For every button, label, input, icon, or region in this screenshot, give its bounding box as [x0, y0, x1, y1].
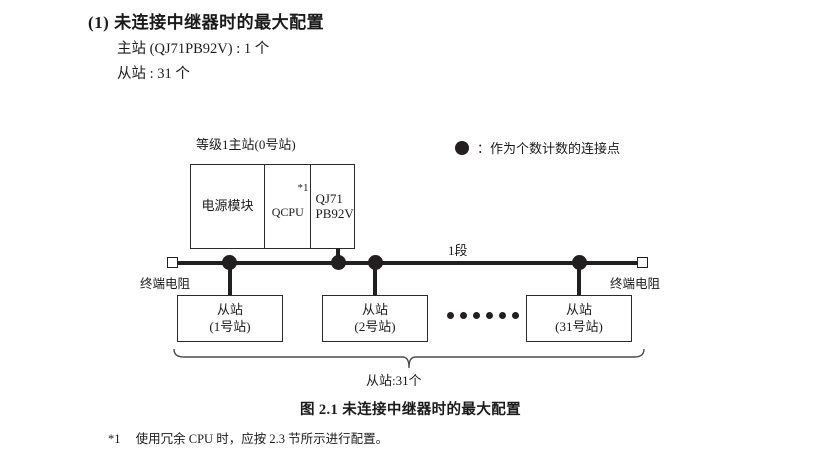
- slave-drop-line: [577, 263, 581, 296]
- page-title: (1) 未连接中继器时的最大配置: [88, 8, 324, 33]
- ellipsis-dot: [473, 312, 480, 319]
- footnote: *1 使用冗余 CPU 时，应按 2.3 节所示进行配置。: [108, 428, 388, 447]
- slave-group-label: 从站:31个: [366, 373, 422, 388]
- network-module-line2: PB92V: [315, 205, 354, 221]
- cpu-module-cell: QCPU *1: [265, 165, 312, 248]
- footnote-marker: *1: [108, 432, 121, 446]
- connection-node: [368, 255, 383, 270]
- slave-station-box: 从站 (31号站): [526, 295, 632, 342]
- network-module-cell: QJ71 PB92V: [311, 165, 354, 248]
- cpu-footnote-marker: *1: [297, 182, 309, 194]
- connection-node: [572, 255, 587, 270]
- figure-caption: 图 2.1 未连接中继器时的最大配置: [299, 402, 522, 418]
- power-module-cell: 电源模块: [191, 165, 266, 248]
- slave-station-number: (31号站): [555, 318, 603, 334]
- terminator-right-symbol: [637, 257, 648, 268]
- ellipsis-dot: [512, 312, 519, 319]
- summary-line-master: 主站 (QJ71PB92V) : 1 个: [117, 41, 270, 57]
- section-title: 未连接中继器时的最大配置: [114, 13, 325, 32]
- power-module-label: 电源模块: [201, 198, 254, 214]
- ellipsis-dot: [460, 312, 467, 319]
- ellipsis-dots: [447, 312, 519, 319]
- filled-circle-icon: [455, 140, 469, 155]
- master-station-label: 等级1主站(0号站): [196, 137, 296, 152]
- connection-node: [222, 255, 237, 270]
- slave-station-name: 从站: [565, 301, 592, 317]
- ellipsis-dot: [447, 312, 454, 319]
- network-module-label: QJ71 PB92V: [315, 190, 354, 222]
- terminator-left-label: 终端电阻: [140, 277, 191, 291]
- slave-station-number: (2号站): [354, 318, 396, 334]
- cpu-module-label: QCPU: [271, 204, 304, 219]
- slave-station-box: 从站 (2号站): [322, 295, 428, 342]
- terminator-left-symbol: [167, 257, 178, 268]
- bus-line: [175, 261, 642, 265]
- ellipsis-dot: [486, 312, 493, 319]
- slave-drop-line: [228, 263, 232, 296]
- network-module-line1: QJ71: [315, 190, 343, 206]
- footnote-text: 使用冗余 CPU 时，应按 2.3 节所示进行配置。: [135, 432, 389, 446]
- summary-line-slave: 从站 : 31 个: [117, 66, 190, 82]
- slave-station-name: 从站: [361, 301, 388, 317]
- slave-station-name: 从站: [216, 301, 243, 317]
- master-station-rack: 电源模块 QCPU *1 QJ71 PB92V: [190, 164, 355, 249]
- slave-group-brace: [170, 348, 648, 370]
- slave-station-box: 从站 (1号站): [177, 295, 283, 342]
- segment-label: 1段: [448, 243, 468, 258]
- terminator-right-label: 终端电阻: [610, 277, 661, 291]
- slave-drop-line: [373, 263, 377, 296]
- section-number: (1): [88, 13, 110, 32]
- ellipsis-dot: [499, 312, 506, 319]
- connection-node: [331, 255, 346, 270]
- legend: ：作为个数计数的连接点: [455, 138, 620, 157]
- legend-label: ：作为个数计数的连接点: [477, 141, 621, 156]
- slave-station-number: (1号站): [209, 318, 251, 334]
